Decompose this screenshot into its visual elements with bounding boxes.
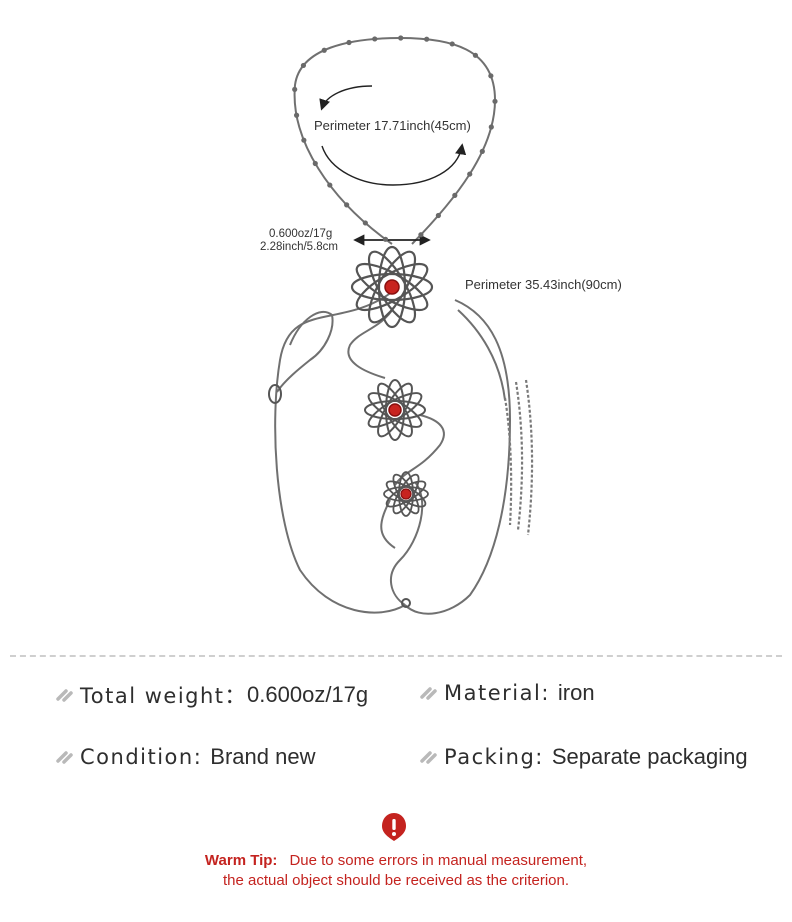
chain-bead (292, 86, 298, 93)
neck-perimeter-label: Perimeter 17.71inch(45cm) (314, 118, 471, 133)
spec-total-weight: Total weight： 0.600oz/17g (56, 680, 368, 710)
spec-packing-label: Packing: (444, 745, 544, 769)
exclamation-icon (382, 813, 406, 841)
spec-material: Material: iron (420, 680, 595, 706)
warm-tip-text-2: the actual object should be received as … (222, 872, 570, 889)
pendant-width-label: 2.28inch/5.8cm (260, 241, 338, 253)
chain-bead (293, 112, 300, 118)
spec-condition-label: Condition: (80, 745, 203, 769)
spec-weight-value: 0.600oz/17g (247, 682, 369, 707)
pendant-weight-label: 0.600oz/17g (269, 228, 332, 240)
chain-bead (418, 232, 424, 238)
chain-bead (382, 236, 389, 242)
chain-bead (452, 192, 458, 198)
flower-medium (364, 379, 426, 441)
product-figure: Perimeter 17.71inch(45cm) 0.600oz/17g 2.… (260, 35, 622, 615)
chain-bead (488, 73, 494, 79)
spec-packing-value: Separate packaging (551, 744, 748, 769)
chain-bead (362, 220, 368, 226)
spec-condition: Condition: Brand new (56, 744, 315, 770)
chain-bead (346, 39, 352, 46)
double-leaf-bullet-icon (420, 751, 437, 764)
spec-material-label: Material: (444, 681, 550, 705)
chain-bead (435, 212, 441, 219)
extender-chain (503, 379, 534, 536)
double-leaf-bullet-icon (56, 751, 73, 764)
chain-bead (449, 41, 455, 47)
body-chain (274, 291, 512, 615)
chain-bead (301, 137, 307, 143)
chain-bead (467, 171, 473, 177)
chain-bead (488, 124, 494, 130)
spec-condition-value: Brand new (210, 744, 316, 769)
warm-tip-line-2: the actual object should be received as … (0, 872, 792, 889)
chain-bead (398, 35, 404, 41)
warm-tip-line-1: Warm Tip: Due to some errors in manual me… (0, 852, 792, 869)
body-perimeter-label: Perimeter 35.43inch(90cm) (465, 277, 622, 292)
double-leaf-bullet-icon (420, 687, 437, 700)
flower-large (350, 245, 434, 329)
neck-perimeter-arrows (319, 85, 467, 186)
chain-bead (312, 160, 318, 167)
spec-weight-label: Total weight： (80, 684, 248, 708)
spec-packing: Packing: Separate packaging (420, 744, 748, 770)
chain-bead (327, 182, 333, 188)
chain-bead (472, 52, 479, 58)
chain-bead (321, 47, 327, 53)
neck-chain (293, 36, 497, 245)
chain-bead (344, 202, 350, 208)
warm-tip-label: Warm Tip: (204, 852, 278, 869)
chain-bead (492, 98, 498, 104)
section-divider (10, 655, 782, 657)
double-leaf-bullet-icon (56, 689, 73, 702)
chain-bead (479, 148, 485, 154)
chain-bead (300, 62, 307, 69)
spec-material-value: iron (557, 680, 595, 705)
lobster-clasp (268, 384, 411, 608)
chain-bead (424, 36, 430, 42)
warm-tip-text-1: Due to some errors in manual measurement… (289, 852, 588, 869)
flower-small (383, 471, 429, 517)
chain-bead (372, 36, 378, 42)
